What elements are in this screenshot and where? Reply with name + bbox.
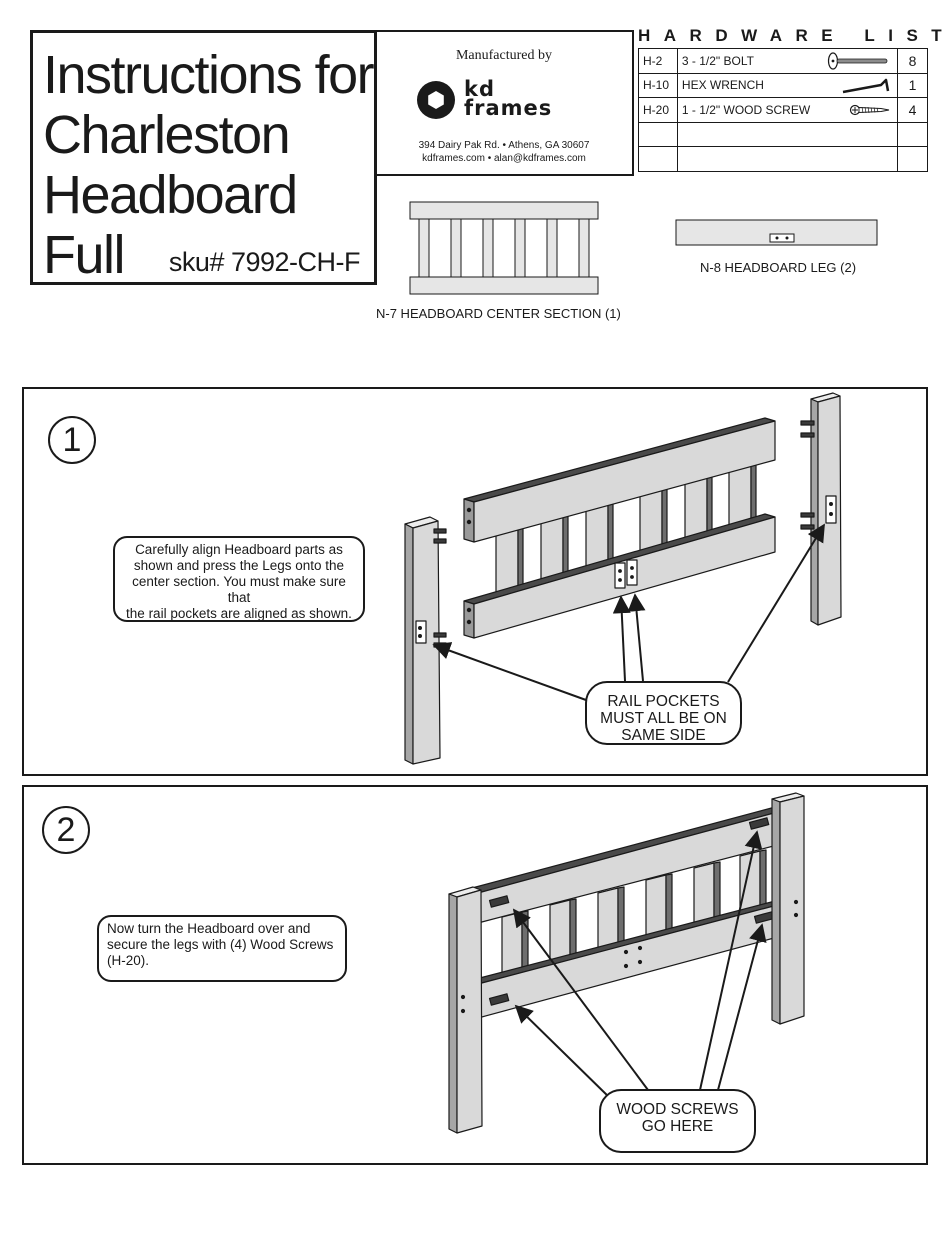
title-block: Instructions for Charleston Headboard Fu…	[30, 30, 377, 285]
assembled-right-leg	[771, 792, 805, 1025]
wood-screw-icon	[849, 104, 890, 116]
contact-line: kdframes.com • alan@kdframes.com	[422, 153, 586, 164]
hardware-qty: 1	[897, 72, 928, 98]
part-n7-label: N-7 HEADBOARD CENTER SECTION (1)	[376, 306, 621, 321]
hardware-qty: 4	[897, 97, 928, 123]
hardware-code: H-2	[638, 48, 678, 74]
step-1-panel	[22, 387, 928, 776]
step-1-number: 1	[48, 416, 96, 464]
arrow-to-left-pocket	[432, 642, 587, 701]
hardware-qty: 8	[897, 48, 928, 74]
sku-label: sku# 7992-CH-F	[168, 247, 361, 277]
hardware-desc: HEX WRENCH	[681, 78, 764, 93]
logo-line-2: frames	[464, 96, 553, 120]
hardware-desc: 1 - 1/2" WOOD SCREW	[681, 102, 811, 117]
wood-screws-callout: WOOD SCREWS GO HERE	[599, 1089, 756, 1153]
arrow-to-right-pocket	[727, 523, 825, 683]
right-leg	[800, 392, 842, 626]
arrow-to-screw-bottom-right	[717, 923, 767, 1091]
hardware-qty	[897, 146, 928, 172]
hex-wrench-icon	[842, 78, 890, 93]
table-row	[638, 146, 928, 172]
assembled-top-rail	[471, 805, 786, 924]
hardware-desc: 3 - 1/2" BOLT	[681, 53, 754, 68]
manufacturer-address: 394 Dairy Pak Rd. • Athens, GA 30607 kdf…	[376, 139, 632, 165]
hex-nut-icon	[417, 81, 455, 119]
hardware-list-title: HARDWARE LIST	[638, 26, 950, 45]
arrow-to-screw-top-right	[699, 830, 763, 1091]
address-line: 394 Dairy Pak Rd. • Athens, GA 30607	[418, 140, 590, 151]
manufactured-by-label: Manufactured by	[455, 48, 553, 63]
manufacturer-block: Manufactured by kd frames 394 Dairy Pak …	[376, 30, 634, 176]
parts-sketches	[409, 201, 878, 295]
step-2-panel	[22, 785, 928, 1165]
logo-wordmark: kd frames	[464, 77, 553, 120]
hardware-desc	[676, 146, 899, 172]
part-n8-label: N-8 HEADBOARD LEG (2)	[700, 260, 857, 275]
step-1-arrows	[432, 523, 825, 701]
bottom-rail	[463, 513, 776, 639]
arrow-to-center-pocket-left	[612, 595, 631, 682]
hardware-desc-cell: 3 - 1/2" BOLT	[676, 48, 899, 74]
arrow-to-center-pocket-right	[627, 593, 646, 682]
step-2-instructions: Now turn the Headboard over and secure t…	[97, 915, 347, 982]
table-row: H-2 3 - 1/2" BOLT 8	[638, 48, 928, 74]
step-1-instructions: Carefully align Headboard parts as shown…	[113, 536, 365, 622]
hardware-code: H-10	[638, 72, 678, 98]
hardware-code	[638, 146, 678, 172]
logo-line-1: kd	[464, 77, 495, 101]
headboard-center-section-sketch	[409, 201, 599, 295]
hardware-desc-cell: 1 - 1/2" WOOD SCREW	[676, 97, 899, 123]
left-leg	[404, 516, 447, 765]
hardware-code: H-20	[638, 97, 678, 123]
assembled-left-leg	[448, 886, 483, 1134]
step-2-arrows	[512, 830, 767, 1101]
hardware-desc-cell: HEX WRENCH	[676, 72, 899, 98]
hardware-table: H-2 3 - 1/2" BOLT 8 H-10 HEX WRENCH 1 H-…	[638, 48, 928, 172]
rail-pockets-callout: RAIL POCKETS MUST ALL BE ON SAME SIDE	[585, 681, 742, 745]
bolt-icon	[827, 52, 888, 70]
top-rail	[463, 417, 776, 543]
table-row: H-20 1 - 1/2" WOOD SCREW 4	[638, 97, 928, 123]
table-row: H-10 HEX WRENCH 1	[638, 72, 928, 98]
step-2-number: 2	[42, 806, 90, 854]
headboard-leg-sketch	[675, 219, 878, 246]
arrow-to-screw-bottom-left	[514, 1004, 613, 1101]
document-title: Instructions for Charleston Headboard Fu…	[43, 45, 375, 285]
arrow-to-screw-top-left	[512, 908, 649, 1091]
